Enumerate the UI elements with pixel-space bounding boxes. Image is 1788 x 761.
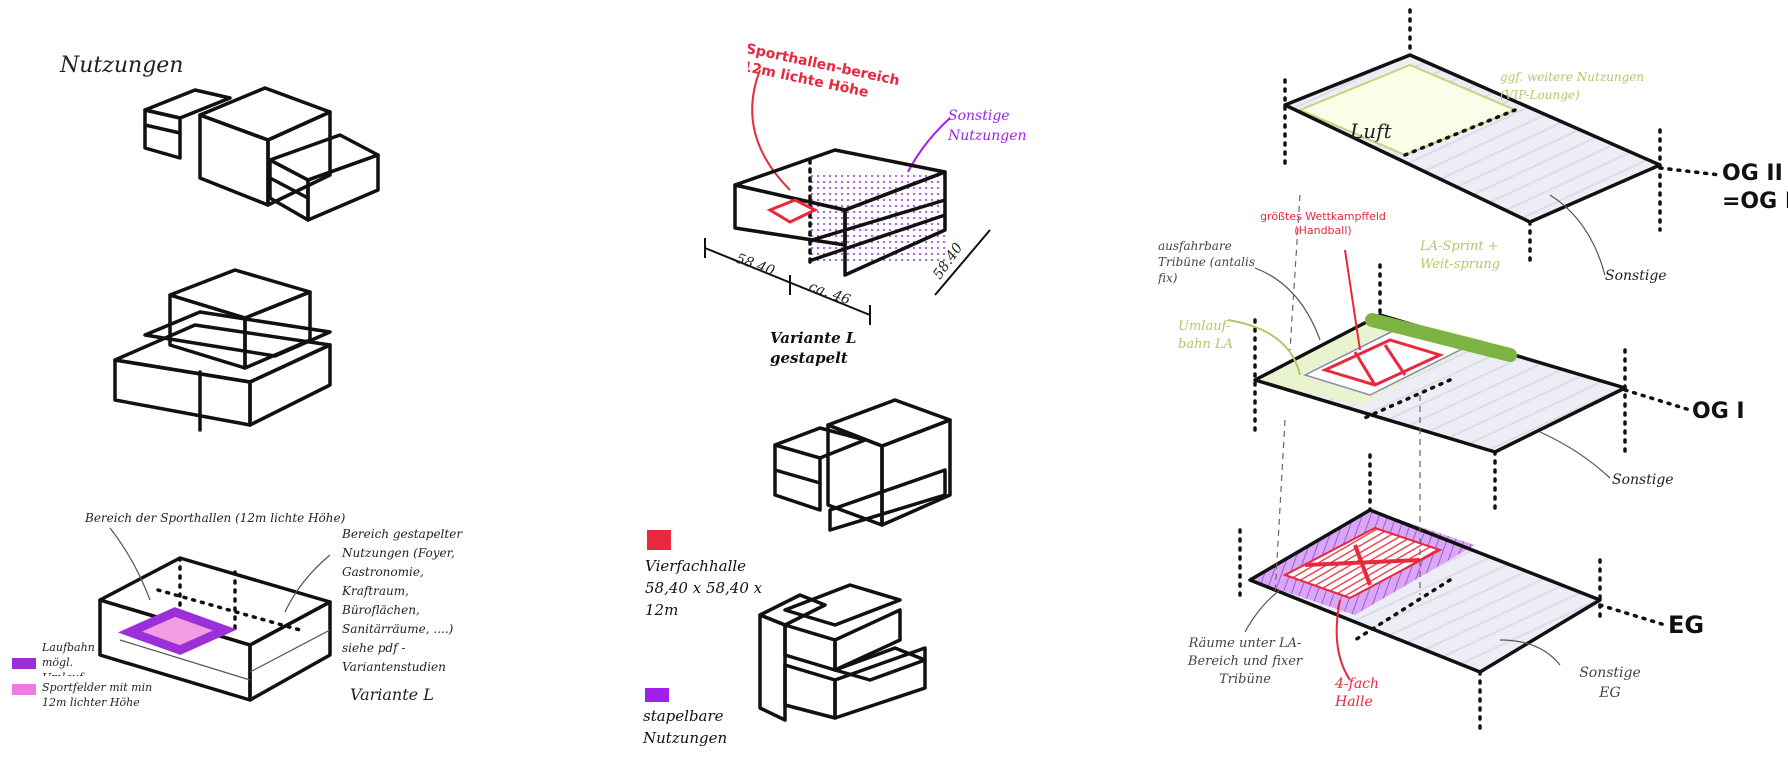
- la-sprint-label: LA-Sprint + Weit-sprung: [1420, 238, 1510, 318]
- sonstige-top: Sonstige: [1605, 268, 1667, 284]
- legend-swatch-stacked: [645, 688, 669, 702]
- halle4-label: 4-fach Halle: [1335, 675, 1405, 725]
- callout-line-stacked: [285, 555, 330, 612]
- variant-l-box: [735, 150, 945, 275]
- legend-label-hall: Vierfachhalle 58,40 x 58,40 x 12m: [645, 555, 765, 621]
- eg-label: EG: [1668, 611, 1704, 639]
- variant-title: Variante L gestapelt: [770, 328, 900, 378]
- legend-swatch-laufbahn: [12, 658, 36, 669]
- legend-label-stacked: stapelbare Nutzungen: [643, 705, 753, 749]
- sonstige-eg: Sonstige EG: [1570, 663, 1650, 713]
- massing-block-1: [145, 88, 378, 220]
- legend-label-laufbahn: Laufbahn mögl. Umlauf: [42, 640, 112, 676]
- left-variant-label: Variante L: [350, 685, 434, 704]
- og2-label: OG II: [1722, 161, 1783, 186]
- left-title: Nutzungen: [59, 53, 183, 78]
- middle-block-a: [775, 400, 950, 530]
- tribune-text: ausfahrbare Tribüne (antalis fix): [1158, 238, 1276, 286]
- halle4-text: 4-fach Halle: [1335, 675, 1405, 711]
- legend-swatch-hall: [647, 530, 671, 550]
- variant-title-text: Variante L gestapelt: [770, 328, 900, 368]
- middle-legend-hall: Vierfachhalle 58,40 x 58,40 x 12m: [645, 530, 765, 635]
- dim-length: ca. 46: [807, 279, 853, 309]
- callout-line-sport: [110, 528, 150, 600]
- callout-stacked-text: Bereich gestapelter Nutzungen (Foyer, Ga…: [342, 525, 487, 677]
- og1-leader: [1625, 390, 1690, 410]
- og1-label: OG I: [1692, 399, 1745, 424]
- massing-block-3: [100, 558, 330, 700]
- og3-label: =OG III: [1722, 189, 1788, 214]
- callout-sport-text: Bereich der Sporthallen (12m lichte Höhe…: [84, 511, 346, 525]
- middle-block-b: [760, 585, 925, 720]
- sonstige-mid-leader: [1540, 432, 1610, 478]
- raeume-leader: [1245, 590, 1280, 632]
- umlauf-label: Umlauf-bahn LA: [1178, 318, 1258, 388]
- middle-label-sport: Sporthallen-bereich 12m lichte Höhe: [748, 40, 913, 100]
- top-note: ggf. weitere Nutzungen (VIP-Lounge): [1500, 68, 1670, 118]
- label-other-text: Sonstige Nutzungen: [948, 106, 1038, 146]
- sonstige-mid: Sonstige: [1612, 472, 1674, 488]
- top-air-label: Luft: [1349, 119, 1393, 143]
- left-callout-stacked: Bereich gestapelter Nutzungen (Foyer, Ga…: [342, 525, 487, 680]
- legend-label-sportfelder: Sportfelder mit min 12m lichter Höhe: [42, 680, 162, 710]
- wettkampf-text: größtes Wettkampffeld (Handball): [1258, 210, 1388, 238]
- tribune-label: ausfahrbare Tribüne (antalis fix): [1158, 238, 1276, 296]
- la-sprint-text: LA-Sprint + Weit-sprung: [1420, 238, 1510, 274]
- legend-swatch-sportfelder: [12, 684, 36, 695]
- left-legend: Laufbahn mögl. Umlauf Sportfelder mit mi…: [12, 640, 162, 730]
- raeume-text: Räume unter LA-Bereich und fixer Tribüne: [1170, 635, 1320, 689]
- dim-width: 58.40: [734, 251, 777, 280]
- top-note-text: ggf. weitere Nutzungen (VIP-Lounge): [1500, 68, 1670, 104]
- middle-label-other: Sonstige Nutzungen: [948, 106, 1038, 156]
- massing-block-2: [115, 270, 330, 430]
- middle-legend-stacked: stapelbare Nutzungen: [643, 688, 753, 761]
- eg-leader: [1600, 605, 1665, 625]
- raeume-label: Räume unter LA-Bereich und fixer Tribüne: [1170, 635, 1320, 705]
- left-callout-sport: Bereich der Sporthallen (12m lichte Höhe…: [84, 511, 346, 525]
- label-sport-text: Sporthallen-bereich 12m lichte Höhe: [748, 40, 909, 100]
- wettkampf-label: größtes Wettkampffeld (Handball): [1258, 210, 1388, 250]
- og2-leader: [1660, 168, 1720, 175]
- sonstige-eg-text: Sonstige EG: [1570, 663, 1650, 703]
